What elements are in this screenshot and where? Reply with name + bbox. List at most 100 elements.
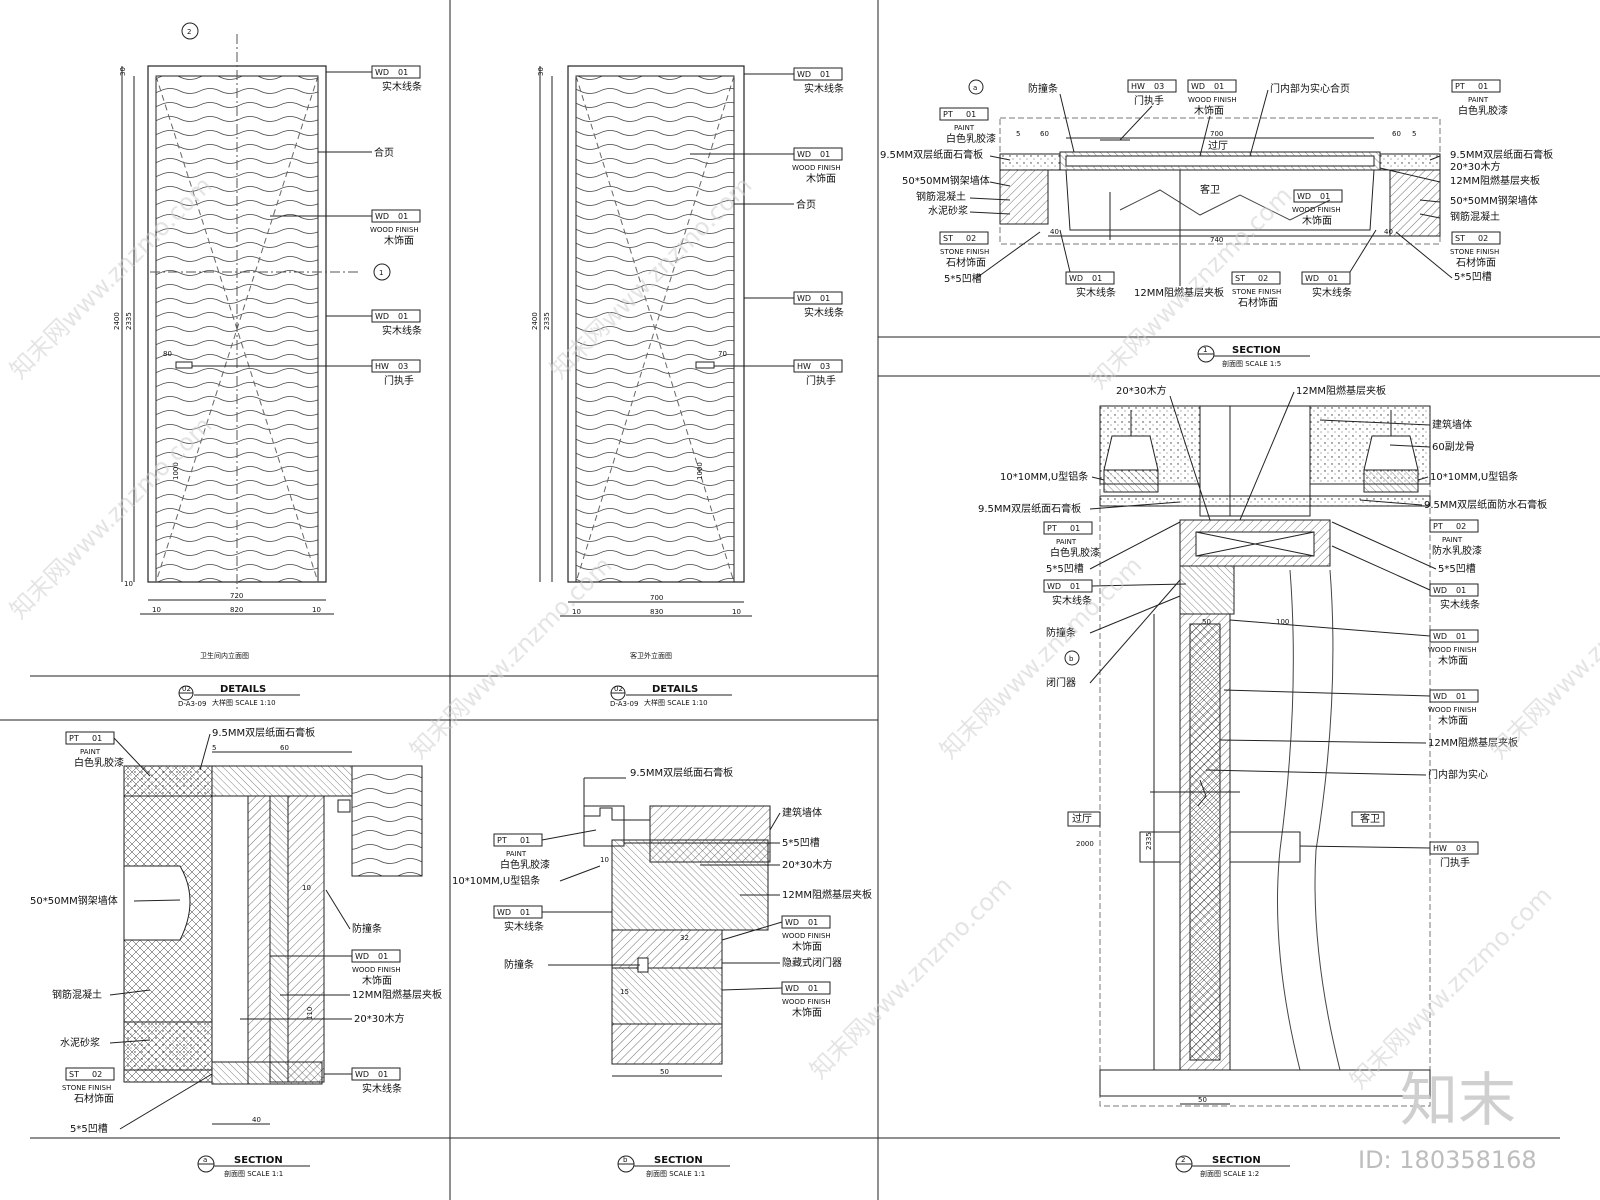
svg-text:WOOD FINISH: WOOD FINISH bbox=[1188, 96, 1237, 104]
svg-text:02: 02 bbox=[182, 685, 191, 693]
svg-text:WD: WD bbox=[1191, 82, 1205, 91]
svg-text:闭门器: 闭门器 bbox=[1046, 676, 1076, 689]
svg-text:木饰面: 木饰面 bbox=[1302, 214, 1332, 227]
svg-text:01: 01 bbox=[398, 212, 408, 221]
svg-text:40: 40 bbox=[1050, 228, 1059, 236]
svg-text:大样图 SCALE 1:10: 大样图 SCALE 1:10 bbox=[212, 698, 276, 707]
dim-w-door: 700 bbox=[1210, 130, 1223, 138]
svg-text:12MM阻燃基层夹板: 12MM阻燃基层夹板 bbox=[1428, 736, 1518, 749]
svg-text:12MM阻燃基层夹板: 12MM阻燃基层夹板 bbox=[352, 988, 442, 1001]
svg-text:WD: WD bbox=[1305, 274, 1319, 283]
svg-text:PAINT: PAINT bbox=[1442, 536, 1463, 544]
svg-text:110: 110 bbox=[306, 1007, 314, 1020]
svg-text:钢筋混凝土: 钢筋混凝土 bbox=[52, 988, 102, 1001]
elev-left-tags: WD 01 实木线条 合页 WD 01 WOOD FINISH 木饰面 WD 0… bbox=[192, 65, 422, 387]
watermark-id: ID: 180358168 bbox=[1358, 1146, 1537, 1174]
svg-text:WOOD FINISH: WOOD FINISH bbox=[1428, 646, 1477, 654]
svg-text:02: 02 bbox=[1478, 234, 1488, 243]
svg-text:木饰面: 木饰面 bbox=[1194, 104, 1224, 117]
svg-text:剖面图 SCALE 1:1: 剖面图 SCALE 1:1 bbox=[224, 1169, 283, 1178]
svg-text:01: 01 bbox=[1456, 632, 1466, 641]
dim-w-inner: 720 bbox=[230, 592, 243, 600]
dim-side-l: 10 bbox=[152, 606, 161, 614]
svg-text:PAINT: PAINT bbox=[1056, 538, 1077, 546]
svg-text:10*10MM,U型铝条: 10*10MM,U型铝条 bbox=[1430, 470, 1518, 483]
svg-text:50*50MM钢架墙体: 50*50MM钢架墙体 bbox=[1450, 194, 1538, 207]
dim-total-h: 2400 bbox=[113, 312, 121, 330]
svg-text:02: 02 bbox=[1258, 274, 1268, 283]
dim-handle-h: 1000 bbox=[172, 462, 180, 480]
svg-text:5*5凹槽: 5*5凹槽 bbox=[1438, 562, 1476, 575]
dim-w-total: 740 bbox=[1210, 236, 1223, 244]
watermark-logo: 知末 bbox=[1400, 1066, 1516, 1134]
title-details-left: 02 D-A3-09 DETAILS 大样图 SCALE 1:10 bbox=[178, 684, 300, 708]
svg-text:HW: HW bbox=[1131, 82, 1145, 91]
s1-right-labels: PT 01 PAINT 白色乳胶漆 9.5MM双层纸面石膏板 20*30木方 1… bbox=[1379, 79, 1553, 283]
marker-mid: 1 bbox=[379, 269, 383, 277]
svg-text:2: 2 bbox=[1181, 1156, 1185, 1164]
section-1-plan: 过厅 客卫 700 740 60 5 60 5 40 40 a PT 01 PA… bbox=[880, 79, 1553, 368]
svg-text:木饰面: 木饰面 bbox=[806, 172, 836, 185]
title-section-2: 2 SECTION 剖面图 SCALE 1:2 bbox=[1175, 1155, 1290, 1178]
svg-text:01: 01 bbox=[966, 110, 976, 119]
svg-text:01: 01 bbox=[1070, 582, 1080, 591]
dim-inner-h: 2335 bbox=[543, 312, 551, 330]
svg-text:知末网www.znzmo.com: 知末网www.znzmo.com bbox=[1484, 551, 1600, 764]
svg-text:WOOD FINISH: WOOD FINISH bbox=[370, 226, 419, 234]
svg-text:WD: WD bbox=[1069, 274, 1083, 283]
svg-text:防撞条: 防撞条 bbox=[504, 958, 534, 971]
svg-text:03: 03 bbox=[398, 362, 408, 371]
svg-text:WD: WD bbox=[785, 918, 799, 927]
dim-handle-off: 70 bbox=[718, 350, 727, 358]
svg-text:5*5凹槽: 5*5凹槽 bbox=[782, 836, 820, 849]
svg-text:建筑墙体: 建筑墙体 bbox=[1432, 418, 1472, 431]
svg-text:WD: WD bbox=[1433, 692, 1447, 701]
svg-text:20*30木方: 20*30木方 bbox=[782, 858, 832, 871]
svg-text:防撞条: 防撞条 bbox=[1046, 626, 1076, 639]
section-a: 60 5 40 110 10 PT 01 PAINT 白色乳胶漆 50*50MM… bbox=[30, 726, 442, 1178]
svg-text:ST: ST bbox=[1455, 234, 1465, 243]
svg-text:02: 02 bbox=[614, 685, 623, 693]
svg-text:10*10MM,U型铝条: 10*10MM,U型铝条 bbox=[1000, 470, 1088, 483]
svg-text:12MM阻燃基层夹板: 12MM阻燃基层夹板 bbox=[1296, 384, 1386, 397]
svg-text:HW: HW bbox=[797, 362, 811, 371]
svg-text:03: 03 bbox=[1154, 82, 1164, 91]
svg-text:木饰面: 木饰面 bbox=[1438, 714, 1468, 727]
dim-handle-off: 80 bbox=[163, 350, 172, 358]
dim-w-total: 820 bbox=[230, 606, 243, 614]
dim-inner-h: 2335 bbox=[125, 312, 133, 330]
svg-text:实木线条: 实木线条 bbox=[382, 324, 422, 337]
room-guest-bath: 客卫 bbox=[1200, 183, 1220, 196]
svg-text:20*30木方: 20*30木方 bbox=[1116, 384, 1166, 397]
svg-text:WOOD FINISH: WOOD FINISH bbox=[1292, 206, 1341, 214]
svg-text:HW: HW bbox=[1433, 844, 1447, 853]
svg-text:32: 32 bbox=[680, 934, 689, 942]
sa-left-labels: PT 01 PAINT 白色乳胶漆 50*50MM钢架墙体 钢筋混凝土 水泥砂浆… bbox=[30, 731, 213, 1135]
caption-mid: 客卫外立面图 bbox=[630, 651, 672, 660]
svg-text:WOOD FINISH: WOOD FINISH bbox=[782, 932, 831, 940]
svg-text:白色乳胶漆: 白色乳胶漆 bbox=[74, 756, 124, 769]
sa-right-labels: 9.5MM双层纸面石膏板 防撞条 WD 01 WOOD FINISH 木饰面 1… bbox=[199, 726, 442, 1095]
svg-text:9.5MM双层纸面石膏板: 9.5MM双层纸面石膏板 bbox=[880, 148, 983, 161]
svg-text:20*30木方: 20*30木方 bbox=[354, 1012, 404, 1025]
dim-w-total: 830 bbox=[650, 608, 663, 616]
svg-text:水泥砂浆: 水泥砂浆 bbox=[60, 1036, 100, 1049]
svg-text:01: 01 bbox=[820, 294, 830, 303]
svg-text:STONE FINISH: STONE FINISH bbox=[1232, 288, 1281, 296]
s2-level: 2000 bbox=[1076, 840, 1094, 848]
svg-text:12MM阻燃基层夹板: 12MM阻燃基层夹板 bbox=[782, 888, 872, 901]
svg-text:知末网www.znzmo.com: 知末网www.znzmo.com bbox=[934, 551, 1147, 764]
svg-text:10*10MM,U型铝条: 10*10MM,U型铝条 bbox=[452, 874, 540, 887]
svg-text:SECTION: SECTION bbox=[1232, 345, 1281, 356]
elevation-left: 2 1 2400 2335 30 1000 80 720 820 10 10 1… bbox=[113, 22, 422, 708]
svg-text:9.5MM双层纸面石膏板: 9.5MM双层纸面石膏板 bbox=[978, 502, 1081, 515]
title-section-1: 1 SECTION 剖面图 SCALE 1:5 bbox=[1197, 345, 1310, 368]
svg-text:01: 01 bbox=[398, 68, 408, 77]
svg-text:D-A3-09: D-A3-09 bbox=[610, 700, 638, 708]
svg-text:40: 40 bbox=[1384, 228, 1393, 236]
svg-text:01: 01 bbox=[808, 918, 818, 927]
svg-text:9.5MM双层纸面石膏板: 9.5MM双层纸面石膏板 bbox=[1450, 148, 1553, 161]
svg-text:剖面图 SCALE 1:5: 剖面图 SCALE 1:5 bbox=[1222, 359, 1281, 368]
svg-text:60: 60 bbox=[280, 744, 289, 752]
